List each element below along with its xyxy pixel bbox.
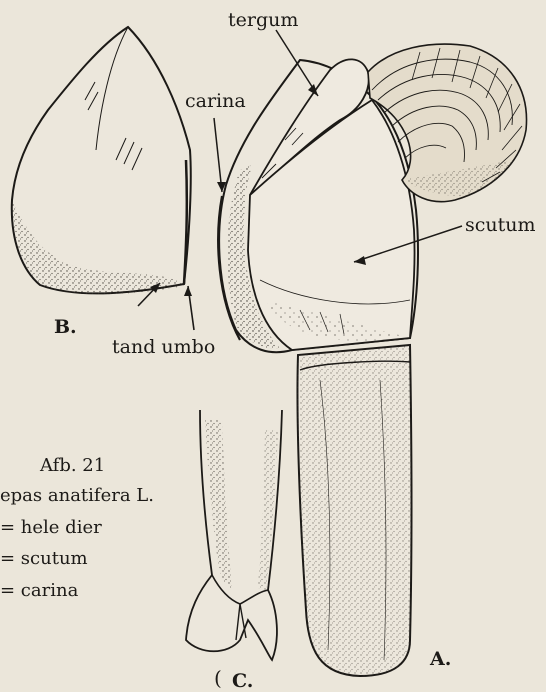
label-scutum: scutum — [465, 216, 536, 235]
caption-line-a: = hele dier — [0, 519, 102, 537]
figure-c-carina — [186, 410, 282, 660]
label-bracket: ( — [214, 668, 222, 688]
label-figure-a: A. — [430, 650, 451, 669]
label-tergum: tergum — [228, 11, 298, 30]
label-carina: carina — [185, 92, 246, 111]
caption-species: epas anatifera L. — [0, 487, 154, 505]
caption-line-b: = scutum — [0, 550, 88, 568]
label-tand-umbo: tand umbo — [112, 338, 215, 357]
caption-line-c: = carina — [0, 582, 78, 600]
label-figure-c: C. — [232, 672, 253, 691]
figure-b-scutum-plate — [12, 27, 191, 294]
caption-figure-number: Afb. 21 — [40, 457, 105, 475]
label-figure-b: B. — [54, 318, 77, 337]
